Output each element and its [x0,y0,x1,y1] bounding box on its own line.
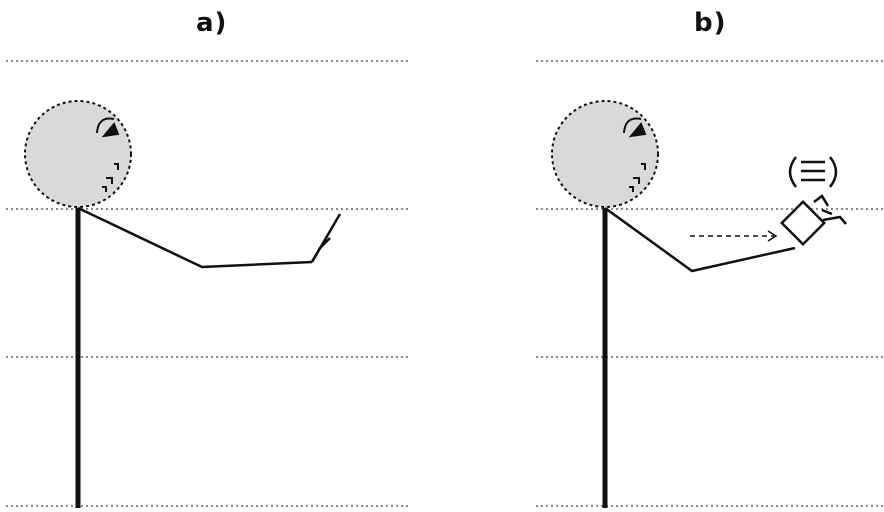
device-connector [821,208,833,216]
menu-bubble-icon [788,156,838,188]
arm [604,206,796,273]
hand-lower [310,237,331,263]
mouth-icon [102,163,119,192]
head [551,100,659,208]
mouth-icon [629,163,646,192]
device-icon [780,194,847,246]
motion-arrow-icon [690,230,778,242]
device-side [822,215,847,225]
panel-a-guides [6,60,408,507]
eye-icon [623,117,647,138]
head [24,100,132,208]
panel-b-label: b) [694,8,727,38]
arm [77,206,313,269]
panel-a-figure [24,100,342,508]
panel-a-label: a) [196,8,228,38]
eye-icon [96,117,120,138]
device-body [780,200,826,246]
device-top [813,194,830,207]
panel-b-guides [536,60,884,507]
panel-b-figure [551,100,847,508]
